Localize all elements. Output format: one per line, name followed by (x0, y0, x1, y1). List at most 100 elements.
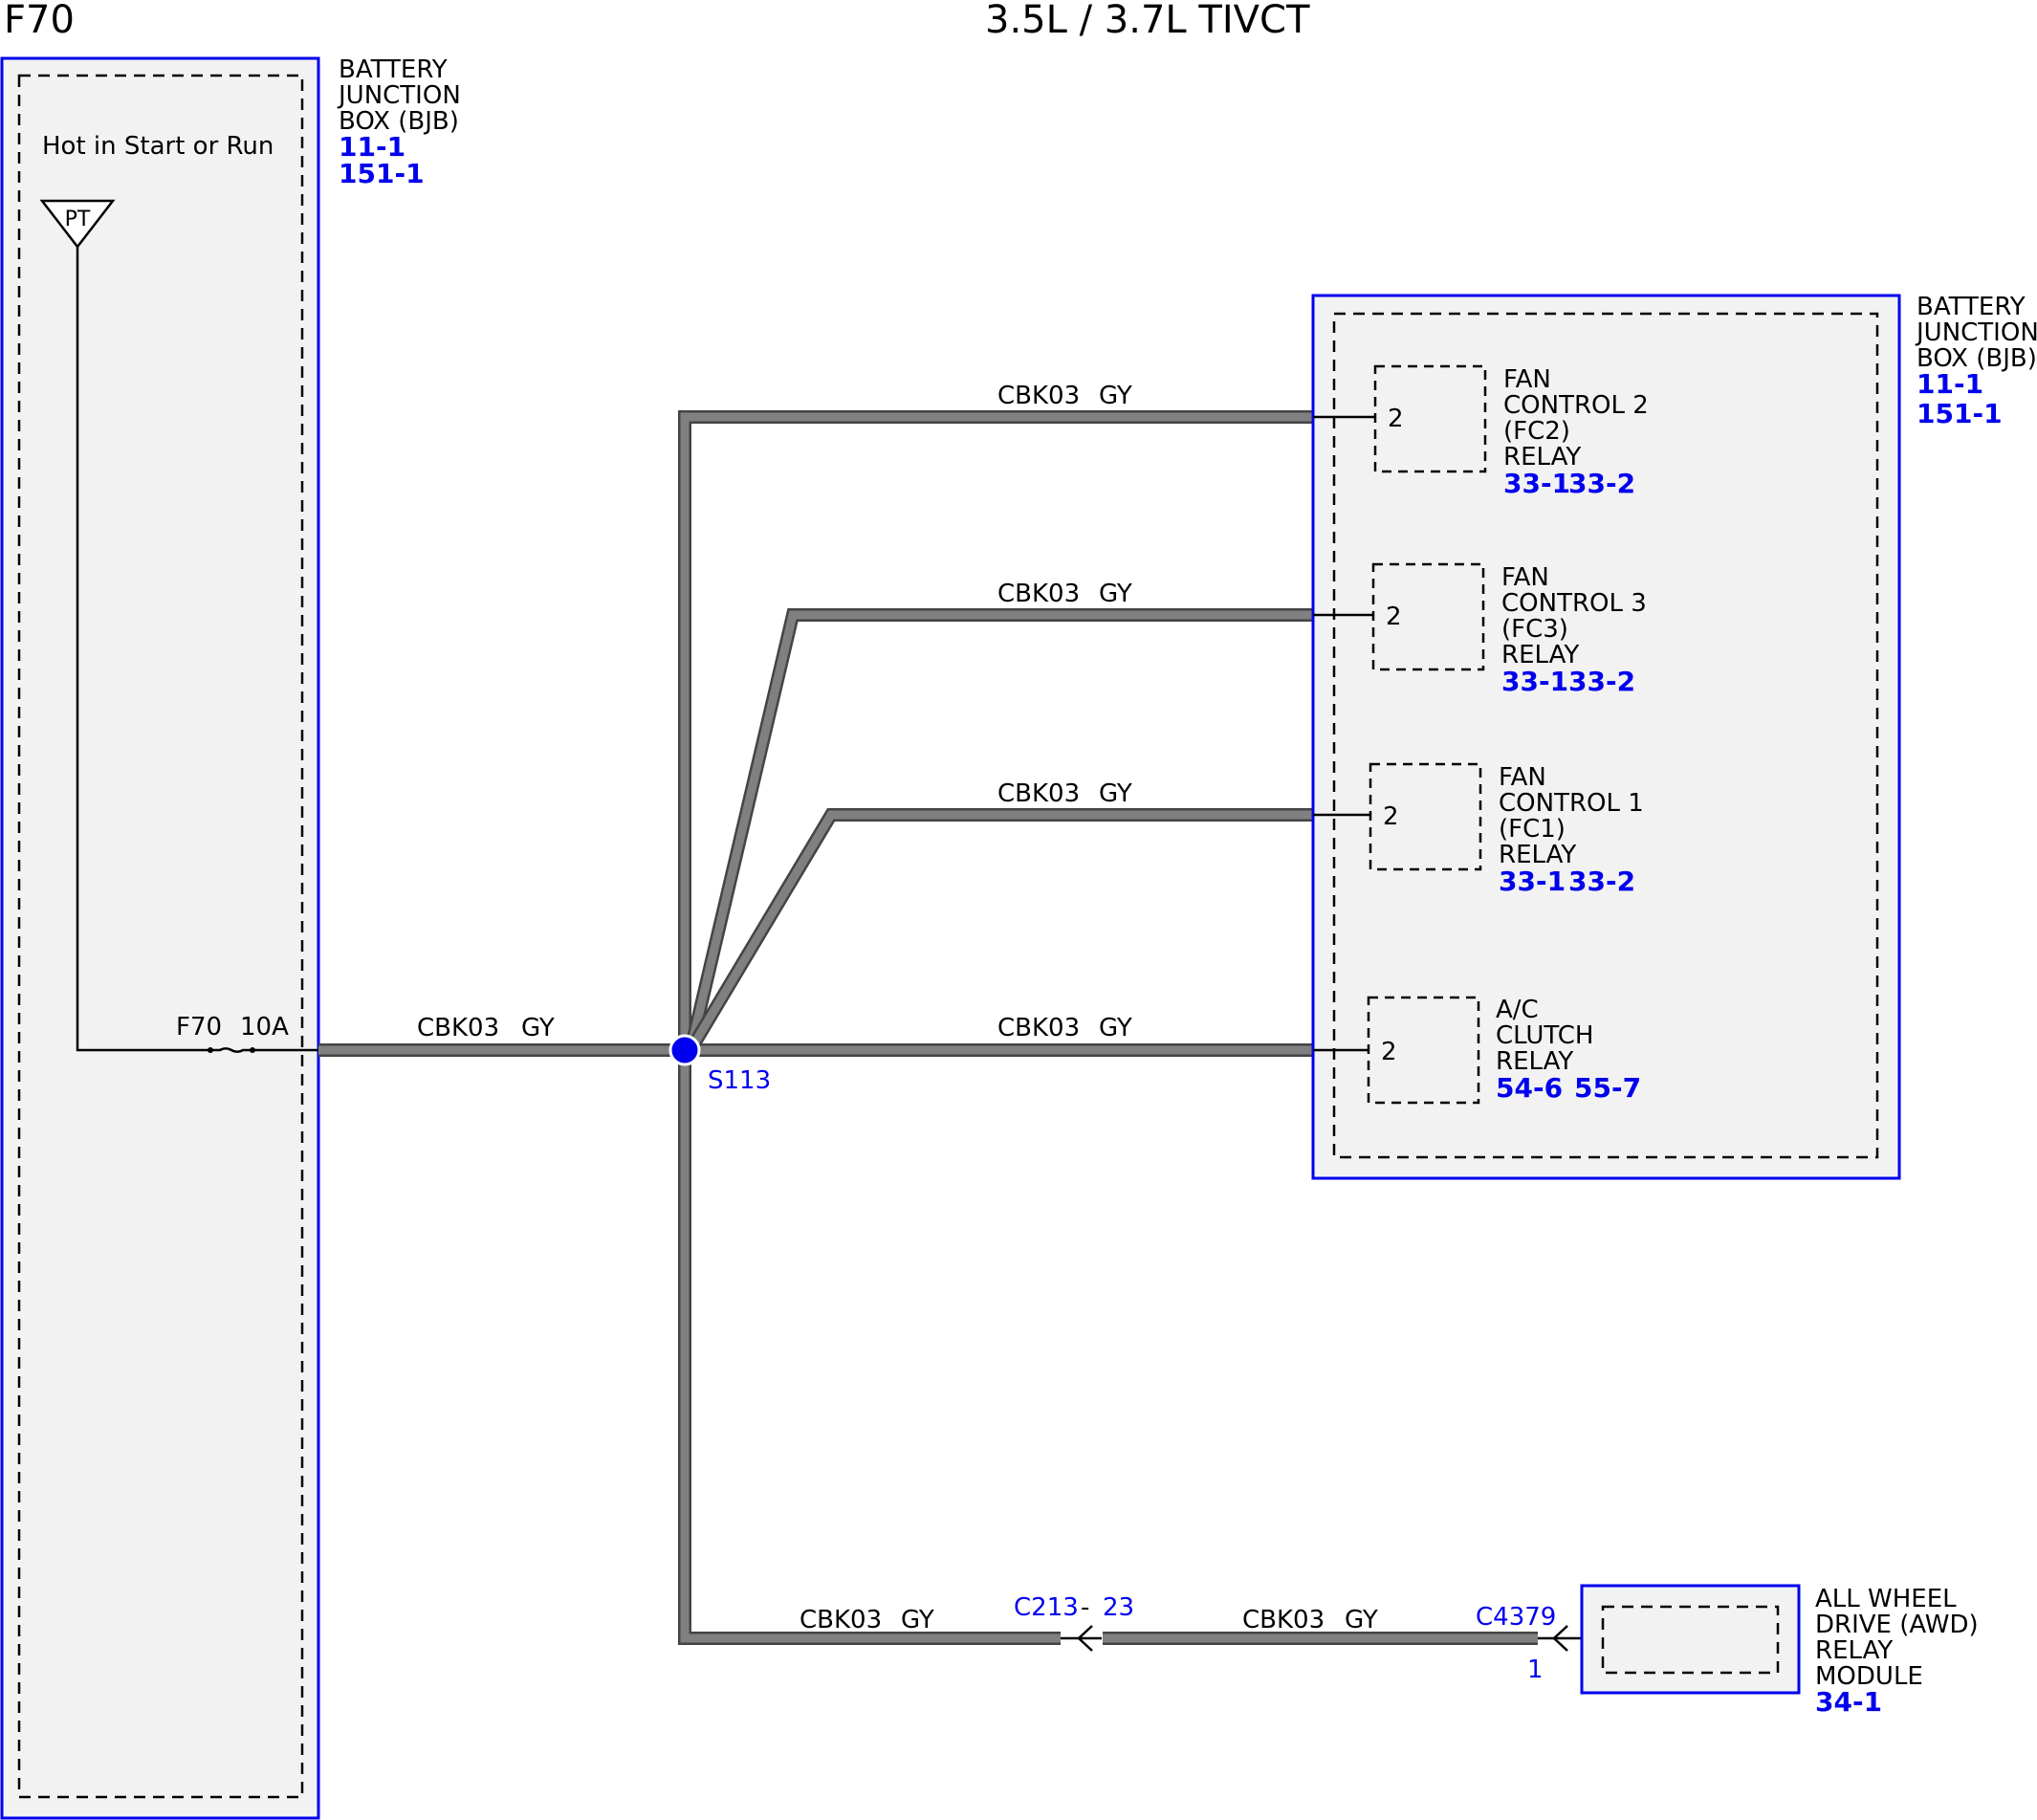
wire-fc3[interactable] (684, 608, 1313, 1052)
relay-fc3[interactable]: 2 (1313, 562, 1485, 671)
wire-main-circuit: CBK03 (417, 1014, 499, 1042)
fuse-f70[interactable] (208, 1047, 318, 1053)
wire-fc1-circuit: CBK03 (997, 779, 1080, 808)
power-condition-label: Hot in Start or Run (42, 132, 274, 161)
relay-fc3-label: FAN CONTROL 3 (FC3) RELAY 33-1 33-2 (1501, 563, 1647, 697)
engine-title: 3.5L / 3.7L TIVCT (985, 0, 1310, 42)
left-bjb-ref-2[interactable]: 151-1 (339, 158, 425, 189)
wire-ac-color: GY (1099, 1014, 1132, 1042)
wire-awd-b-color: GY (1345, 1606, 1378, 1634)
relay-ac-pin: 2 (1381, 1038, 1397, 1066)
wire-label-fc3: CBK03 GY (997, 580, 1132, 608)
relay-ac-name-1: A/C (1496, 996, 1539, 1024)
relay-fc2-pin: 2 (1388, 405, 1404, 433)
connector-c213[interactable] (1061, 1625, 1102, 1652)
left-battery-junction-box (0, 56, 320, 1820)
connector-c213-pin: 23 (1103, 1593, 1134, 1622)
relay-fc3-pin: 2 (1386, 603, 1402, 631)
relay-fc3-name-2: CONTROL 3 (1501, 589, 1647, 618)
relay-ac-clutch[interactable]: 2 (1313, 996, 1480, 1105)
relay-fc2-name-2: CONTROL 2 (1503, 391, 1649, 420)
relay-fc2-name-1: FAN (1503, 365, 1551, 394)
relay-ac-name-3: RELAY (1496, 1047, 1573, 1076)
wire-awd-a-color: GY (901, 1606, 934, 1634)
wire-awd-a[interactable] (678, 1050, 1061, 1645)
relay-fc2-ref-2[interactable]: 33-2 (1568, 468, 1635, 499)
relay-fc2-label: FAN CONTROL 2 (FC2) RELAY 33-1 33-2 (1503, 365, 1649, 499)
relay-ac-name-2: CLUTCH (1496, 1021, 1593, 1050)
relay-fc1-pin: 2 (1383, 802, 1399, 831)
power-source-symbol: PT (39, 199, 116, 250)
wire-label-ac: CBK03 GY (997, 1014, 1132, 1042)
relay-fc2-name-4: RELAY (1503, 443, 1581, 471)
relay-ac-ref-2[interactable]: 55-7 (1574, 1072, 1641, 1104)
wire-label-main: CBK03 GY (417, 1014, 555, 1042)
fuse-feed-line (76, 247, 208, 1052)
relay-fc1-label: FAN CONTROL 1 (FC1) RELAY 33-1 33-2 (1499, 763, 1644, 897)
left-bjb-name-line3: BOX (BJB) (339, 107, 459, 136)
wire-label-fc2: CBK03 GY (997, 382, 1132, 410)
wire-fc2-circuit: CBK03 (997, 382, 1080, 410)
relay-fc2-ref-1[interactable]: 33-1 (1503, 468, 1570, 499)
harness-wires (318, 410, 1538, 1645)
fuse-name: F70 (176, 1013, 222, 1042)
connector-c213-label: C213 - 23 (1014, 1593, 1134, 1622)
relay-fc3-name-4: RELAY (1501, 641, 1579, 669)
connector-c4379-pin: 1 (1527, 1656, 1544, 1684)
awd-relay-module[interactable] (1580, 1584, 1801, 1695)
wire-label-fc1: CBK03 GY (997, 779, 1132, 808)
fuse-rating: 10A (240, 1013, 289, 1042)
left-bjb-name-line2: JUNCTION (337, 81, 461, 110)
connector-c213-separator: - (1081, 1593, 1089, 1622)
left-bjb-ref-1[interactable]: 11-1 (339, 131, 405, 163)
wire-fc3-color: GY (1099, 580, 1132, 608)
wire-fc2[interactable] (678, 410, 1313, 1050)
relay-fc1[interactable]: 2 (1313, 762, 1482, 871)
relay-fc3-ref-2[interactable]: 33-2 (1568, 666, 1635, 697)
connector-c213-name: C213 (1014, 1593, 1079, 1622)
right-bjb-name-line1: BATTERY (1917, 293, 2026, 321)
wire-ac-circuit: CBK03 (997, 1014, 1080, 1042)
circuit-id-title: F70 (4, 0, 75, 42)
right-bjb-name-line3: BOX (BJB) (1917, 344, 2037, 373)
right-bjb-label: BATTERY JUNCTION BOX (BJB) 11-1 151-1 (1915, 293, 2037, 429)
relay-ac-label: A/C CLUTCH RELAY 54-6 55-7 (1496, 996, 1641, 1104)
right-bjb-ref-1[interactable]: 11-1 (1917, 368, 1983, 400)
left-bjb-label: BATTERY JUNCTION BOX (BJB) 11-1 151-1 (337, 55, 461, 189)
left-bjb-name-line1: BATTERY (339, 55, 448, 84)
relay-fc1-name-1: FAN (1499, 763, 1546, 792)
relay-fc1-ref-1[interactable]: 33-1 (1499, 866, 1566, 897)
wire-awd-b-circuit: CBK03 (1242, 1606, 1325, 1634)
relay-fc2-name-3: (FC2) (1503, 417, 1570, 446)
splice-s113[interactable] (668, 1034, 701, 1066)
wire-fc1[interactable] (684, 808, 1313, 1054)
wire-awd-a-circuit: CBK03 (799, 1606, 882, 1634)
relay-fc2[interactable]: 2 (1313, 364, 1487, 473)
awd-ref-1[interactable]: 34-1 (1815, 1686, 1882, 1718)
awd-module-label: ALL WHEEL DRIVE (AWD) RELAY MODULE 34-1 (1815, 1585, 1979, 1718)
wire-main-color: GY (521, 1014, 555, 1042)
right-bjb-name-line2: JUNCTION (1915, 318, 2037, 347)
connector-c4379-name: C4379 (1476, 1603, 1556, 1632)
awd-name-2: DRIVE (AWD) (1815, 1611, 1979, 1639)
right-bjb-ref-2[interactable]: 151-1 (1917, 398, 2003, 429)
awd-name-3: RELAY (1815, 1636, 1893, 1665)
relay-fc1-name-3: (FC1) (1499, 815, 1566, 844)
relay-fc3-name-3: (FC3) (1501, 615, 1568, 644)
wire-fc1-color: GY (1099, 779, 1132, 808)
relay-fc3-ref-1[interactable]: 33-1 (1501, 666, 1568, 697)
awd-name-1: ALL WHEEL (1815, 1585, 1957, 1613)
relay-fc1-name-2: CONTROL 1 (1499, 789, 1644, 818)
wire-fc2-color: GY (1099, 382, 1132, 410)
awd-name-4: MODULE (1815, 1662, 1923, 1691)
splice-name: S113 (708, 1066, 771, 1095)
wire-fc3-circuit: CBK03 (997, 580, 1080, 608)
wire-label-awd-a: CBK03 GY (799, 1606, 934, 1634)
relay-ac-ref-1[interactable]: 54-6 (1496, 1072, 1563, 1104)
relay-fc1-name-4: RELAY (1499, 841, 1576, 869)
relay-fc3-name-1: FAN (1501, 563, 1549, 592)
wire-label-awd-b: CBK03 GY (1242, 1606, 1378, 1634)
relay-fc1-ref-2[interactable]: 33-2 (1568, 866, 1635, 897)
power-symbol-label: PT (65, 208, 91, 231)
